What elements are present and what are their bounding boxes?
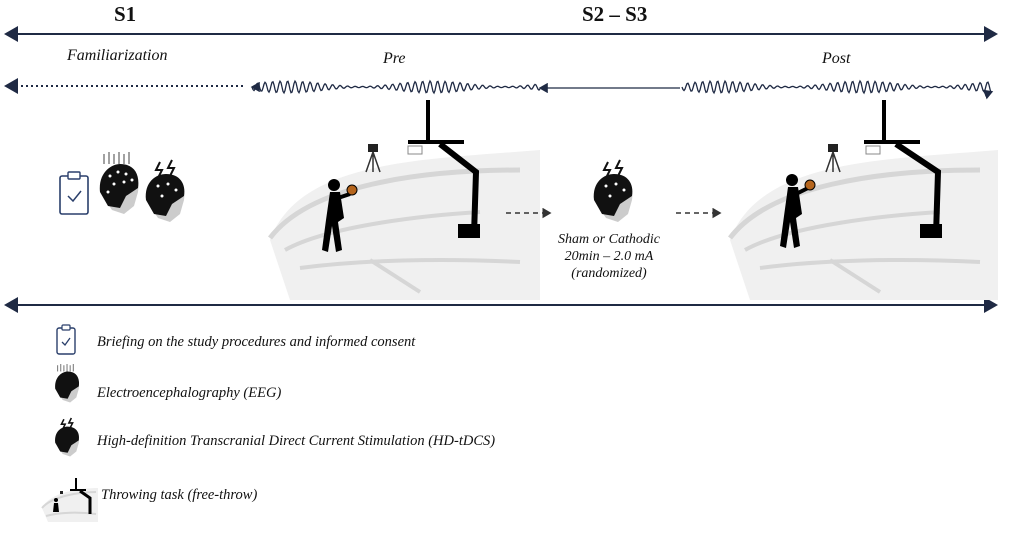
clipboard-icon	[59, 171, 89, 215]
pre-label: Pre	[383, 50, 406, 67]
stimulation-line-1: Sham or Cathodic	[558, 232, 660, 247]
pre-court-scene	[268, 100, 540, 300]
stimulation-line-2: 20min – 2.0 mA	[564, 249, 654, 264]
stimulation-line-3: (randomized)	[571, 266, 647, 281]
legend-item-briefing: Briefing on the study procedures and inf…	[97, 334, 416, 350]
post-label: Post	[822, 50, 851, 67]
legend-clipboard-icon	[56, 324, 76, 355]
legend-eeg-cap-icon	[55, 364, 80, 403]
post-eeg-wave	[681, 79, 994, 100]
legend-item-hd-tdcs: High-definition Transcranial Direct Curr…	[97, 433, 496, 449]
pre-eeg-wave	[250, 79, 541, 97]
hd-tdcs-cap-icon	[145, 159, 185, 222]
eeg-cap-icon	[99, 152, 139, 214]
hd-tdcs-session-icon	[593, 159, 633, 222]
familiarization-label: Familiarization	[67, 47, 168, 64]
session-1-label: S1	[114, 2, 137, 26]
post-court-scene	[728, 100, 998, 300]
stimulation-description: Sham or Cathodic 20min – 2.0 mA (randomi…	[548, 231, 670, 282]
legend-item-eeg: Electroencephalography (EEG)	[97, 385, 282, 401]
legend-item-throwing-task: Throwing task (free-throw)	[101, 487, 258, 503]
legend-hd-tdcs-cap-icon	[55, 417, 80, 457]
session-2-3-label: S2 – S3	[582, 2, 648, 26]
legend-basketball-court-icon	[41, 478, 98, 522]
